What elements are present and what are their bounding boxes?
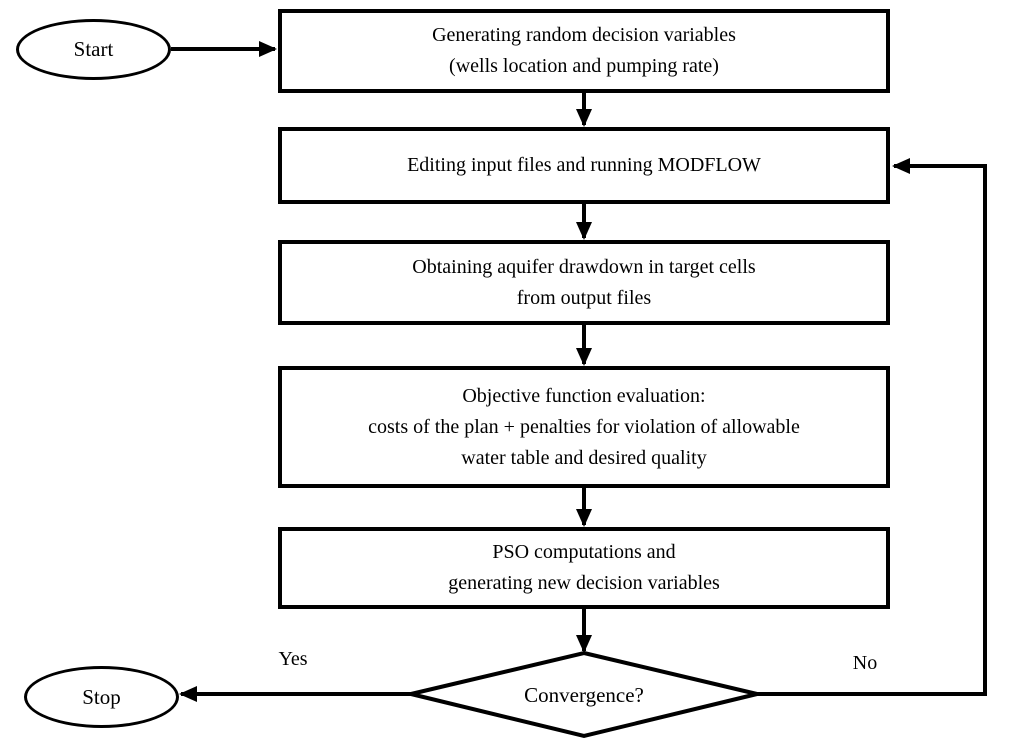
node-process-pso-computations: PSO computations and generating new deci… [278, 527, 890, 609]
node-stop-terminator: Stop [24, 666, 179, 728]
modflow-label: Editing input files and running MODFLOW [407, 154, 761, 176]
generate-label: Generating random decision variables (we… [432, 24, 736, 77]
drawdown-label: Obtaining aquifer drawdown in target cel… [412, 255, 756, 309]
node-process-obtain-drawdown: Obtaining aquifer drawdown in target cel… [278, 240, 890, 325]
convergence-label: Convergence? [524, 682, 644, 707]
node-process-generate-decision-variables: Generating random decision variables (we… [278, 9, 890, 93]
edge-label-no: No [852, 652, 878, 674]
node-process-objective-function: Objective function evaluation: costs of … [278, 366, 890, 488]
node-process-run-modflow: Editing input files and running MODFLOW [278, 127, 890, 204]
stop-label: Stop [82, 684, 121, 709]
objective-label: Objective function evaluation: costs of … [368, 384, 800, 469]
node-start-terminator: Start [16, 19, 171, 80]
node-decision-convergence: Convergence? [430, 658, 738, 732]
decision-diamond-shape [410, 650, 758, 739]
edge-label-yes: Yes [278, 648, 308, 670]
start-label: Start [73, 37, 114, 62]
pso-label: PSO computations and generating new deci… [448, 541, 720, 594]
arrow-no-feedback-to-modflow [757, 158, 987, 696]
